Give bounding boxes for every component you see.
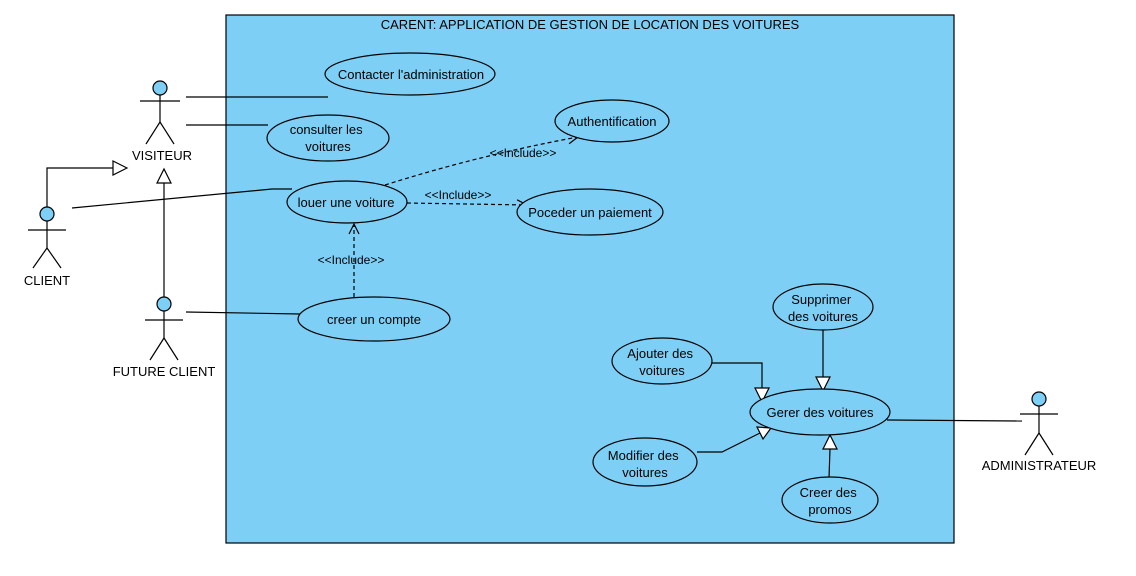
usecase-modifier-voitures[interactable]: Modifier des voitures [592, 437, 698, 487]
usecase-consulter-voitures[interactable]: consulter les voitures [266, 114, 390, 162]
svg-text:Creer des promos: Creer des promos [800, 485, 861, 517]
usecase-ajouter-line: Ajouter des [627, 346, 693, 361]
svg-text:Modifier des voitures: Modifier des voitures [608, 448, 682, 480]
svg-text:Gerer des voitures: Gerer des voitures [767, 405, 874, 420]
svg-text:Supprimer des voitures: Supprimer des voitures [788, 292, 859, 324]
usecase-supprimer-voitures[interactable]: Supprimer des voitures [772, 283, 874, 331]
usecase-modifier-line: Modifier des [608, 448, 679, 463]
generalization-future-client-visiteur [156, 167, 172, 297]
usecase-authentification-line: Authentification [568, 114, 657, 129]
usecase-supprimer-line: Supprimer [791, 292, 852, 307]
svg-text:Contacter l'administration: Contacter l'administration [338, 67, 484, 82]
svg-text:Ajouter des voitures: Ajouter des voitures [627, 346, 696, 378]
actor-future-client-label: FUTURE CLIENT [113, 364, 216, 379]
actor-visiteur-head [152, 80, 168, 96]
associations [71, 96, 1023, 422]
usecase-gerer-voitures[interactable]: Gerer des voitures [749, 388, 891, 436]
generalization-ajouter-gerer [712, 362, 770, 404]
include-louer-paiement: <<Include>> [406, 188, 527, 205]
usecase-ajouter-line: voitures [639, 363, 685, 378]
generalization-promos-gerer [822, 433, 838, 479]
usecase-modifier-line: voitures [622, 465, 668, 480]
usecase-louer-line: louer une voiture [298, 195, 395, 210]
actor-future-client-head [156, 296, 172, 312]
actor-administrateur-label: ADMINISTRATEUR [982, 458, 1097, 473]
actor-future-client[interactable]: FUTURE CLIENT [113, 296, 216, 379]
include-label: <<Include>> [318, 253, 385, 267]
include-louer-authentification: <<Include>> [384, 137, 578, 186]
usecase-supprimer-line: des voitures [788, 309, 859, 324]
svg-text:Poceder un paiement: Poceder un paiement [528, 205, 652, 220]
svg-text:creer un compte: creer un compte [327, 312, 421, 327]
include-label: <<Include>> [425, 188, 492, 202]
usecase-creer-compte[interactable]: creer un compte [297, 296, 451, 342]
svg-text:louer une voiture: louer une voiture [298, 195, 395, 210]
usecase-promos-line: Creer des [800, 485, 858, 500]
generalization-supprimer-gerer [815, 330, 831, 393]
usecase-consulter-line: consulter les [290, 122, 363, 137]
actor-visiteur-label: VISITEUR [132, 148, 192, 163]
usecase-louer-voiture[interactable]: louer une voiture [286, 180, 408, 224]
actor-client-head [39, 206, 55, 222]
actor-client-label: CLIENT [24, 273, 70, 288]
svg-text:Authentification: Authentification [568, 114, 657, 129]
usecase-consulter-line: voitures [305, 139, 351, 154]
usecase-authentification[interactable]: Authentification [554, 99, 670, 143]
actor-administrateur[interactable]: ADMINISTRATEUR [982, 391, 1097, 473]
system-boundary [225, 14, 955, 544]
usecase-paiement-line: Poceder un paiement [528, 205, 652, 220]
generalization-client-visiteur [46, 160, 129, 207]
usecase-gerer-line: Gerer des voitures [767, 405, 874, 420]
usecase-creer-promos[interactable]: Creer des promos [781, 476, 879, 524]
include-label: <<Include>> [490, 146, 557, 160]
include-compte-louer: <<Include>> [318, 224, 385, 297]
generalization-modifier-gerer [697, 426, 773, 453]
system-title: CARENT: APPLICATION DE GESTION DE LOCATI… [381, 17, 800, 32]
svg-text:consulter les voitures: consulter les voitures [290, 122, 367, 154]
usecase-promos-line: promos [808, 502, 852, 517]
usecase-compte-line: creer un compte [327, 312, 421, 327]
usecase-ajouter-voitures[interactable]: Ajouter des voitures [611, 337, 713, 385]
actor-visiteur[interactable]: VISITEUR [132, 80, 192, 163]
actor-administrateur-head [1031, 391, 1047, 407]
usecase-proceder-paiement[interactable]: Poceder un paiement [516, 188, 664, 236]
usecase-contacter-administration[interactable]: Contacter l'administration [324, 52, 496, 96]
actor-client[interactable]: CLIENT [24, 206, 70, 288]
usecase-contacter-line: Contacter l'administration [338, 67, 484, 82]
